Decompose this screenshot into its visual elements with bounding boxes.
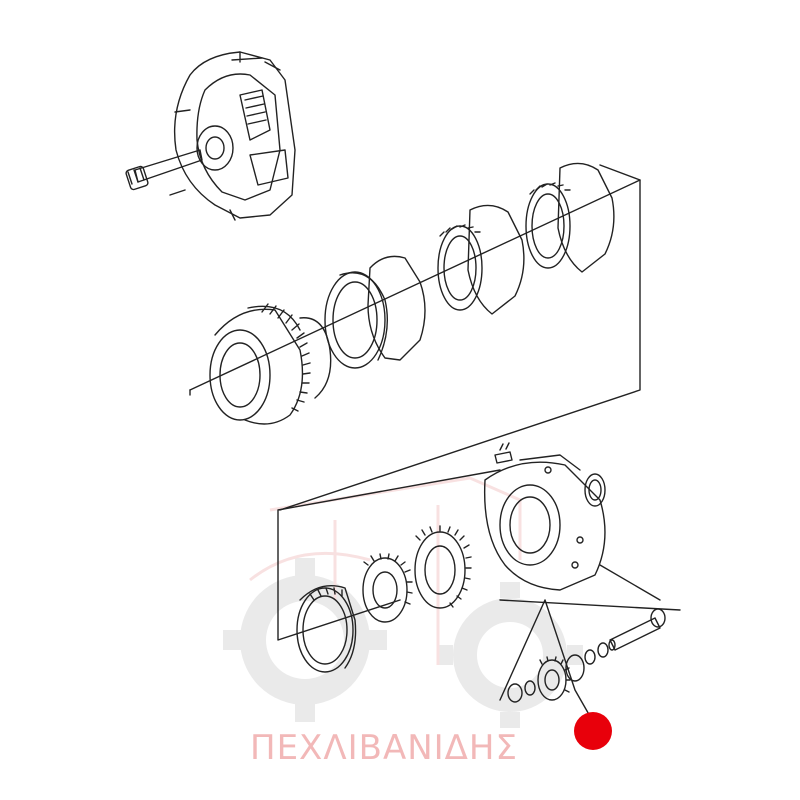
clutch-piston: [324, 271, 388, 369]
clutch-drum: [209, 303, 311, 425]
transmission-assembly: [125, 51, 296, 221]
watermark-wheel-teeth: [223, 558, 583, 728]
tractor-logo-icon: [223, 476, 583, 728]
seal-ring: [584, 473, 606, 507]
ring-gear: [296, 585, 357, 673]
red-dot-marker: [574, 712, 612, 750]
clutch-axis-line: [189, 179, 641, 391]
steel-plate-1: [367, 255, 426, 361]
planet-shaft: [608, 617, 661, 651]
clutch-pack-assembly: [189, 162, 641, 511]
washers: [507, 608, 666, 703]
friction-disc-1: [437, 224, 483, 311]
planetary-gear-assembly: [277, 442, 681, 726]
steel-plate-3: [557, 162, 615, 273]
planet-pinion-gear: [537, 654, 585, 701]
gear-medium: [362, 553, 413, 623]
exploded-view-frame: [277, 469, 681, 641]
bolt: [494, 442, 513, 464]
gear-large: [414, 525, 472, 609]
planet-carrier-housing: [483, 454, 606, 591]
exploded-view-outline: [189, 164, 641, 511]
snap-ring-1: [299, 317, 332, 399]
callout-leader-lines: [499, 564, 661, 726]
watermark-wheel-left: [240, 575, 370, 705]
steel-plate-2: [467, 204, 525, 315]
friction-disc-2: [525, 182, 571, 269]
